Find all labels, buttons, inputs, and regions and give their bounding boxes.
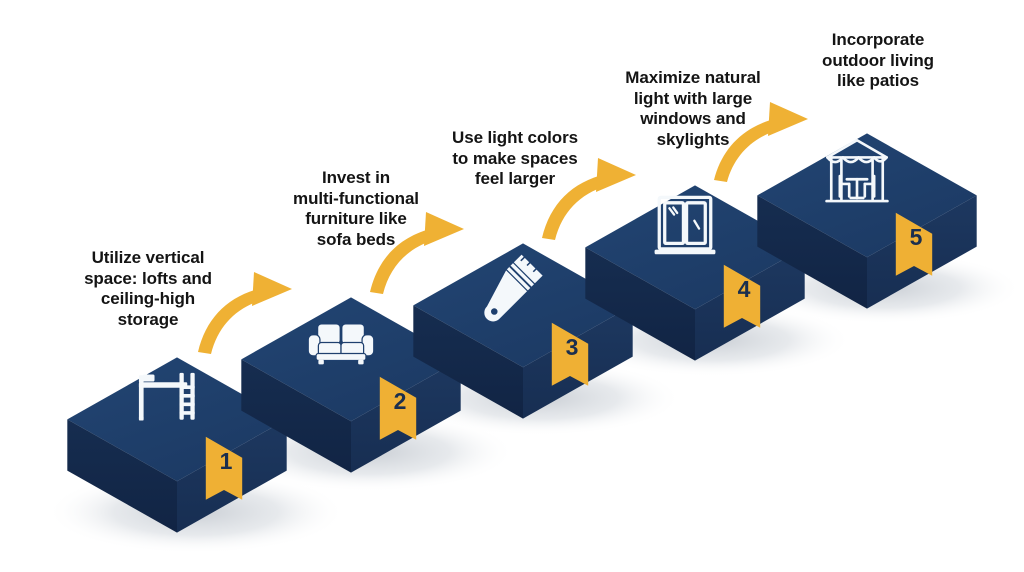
step-badge-number-4: 4 [737, 276, 751, 302]
step-box-4 [585, 185, 805, 361]
step-caption-5: Incorporate outdoor living like patios [822, 30, 934, 91]
step-caption-4: Maximize natural light with large window… [625, 68, 761, 150]
step-box-5 [757, 133, 977, 309]
step-box-2 [241, 297, 461, 473]
step-badge-number-2: 2 [393, 388, 407, 414]
step-box-1 [67, 357, 287, 533]
step-caption-3: Use light colors to make spaces feel lar… [452, 128, 578, 189]
step-badge-number-3: 3 [565, 334, 579, 360]
step-box-3 [413, 243, 633, 419]
step-badge-number-5: 5 [909, 224, 923, 250]
step-caption-2: Invest in multi-functional furniture lik… [293, 168, 419, 250]
step-caption-1: Utilize vertical space: lofts and ceilin… [84, 248, 212, 330]
step-badge-number-1: 1 [219, 448, 233, 474]
